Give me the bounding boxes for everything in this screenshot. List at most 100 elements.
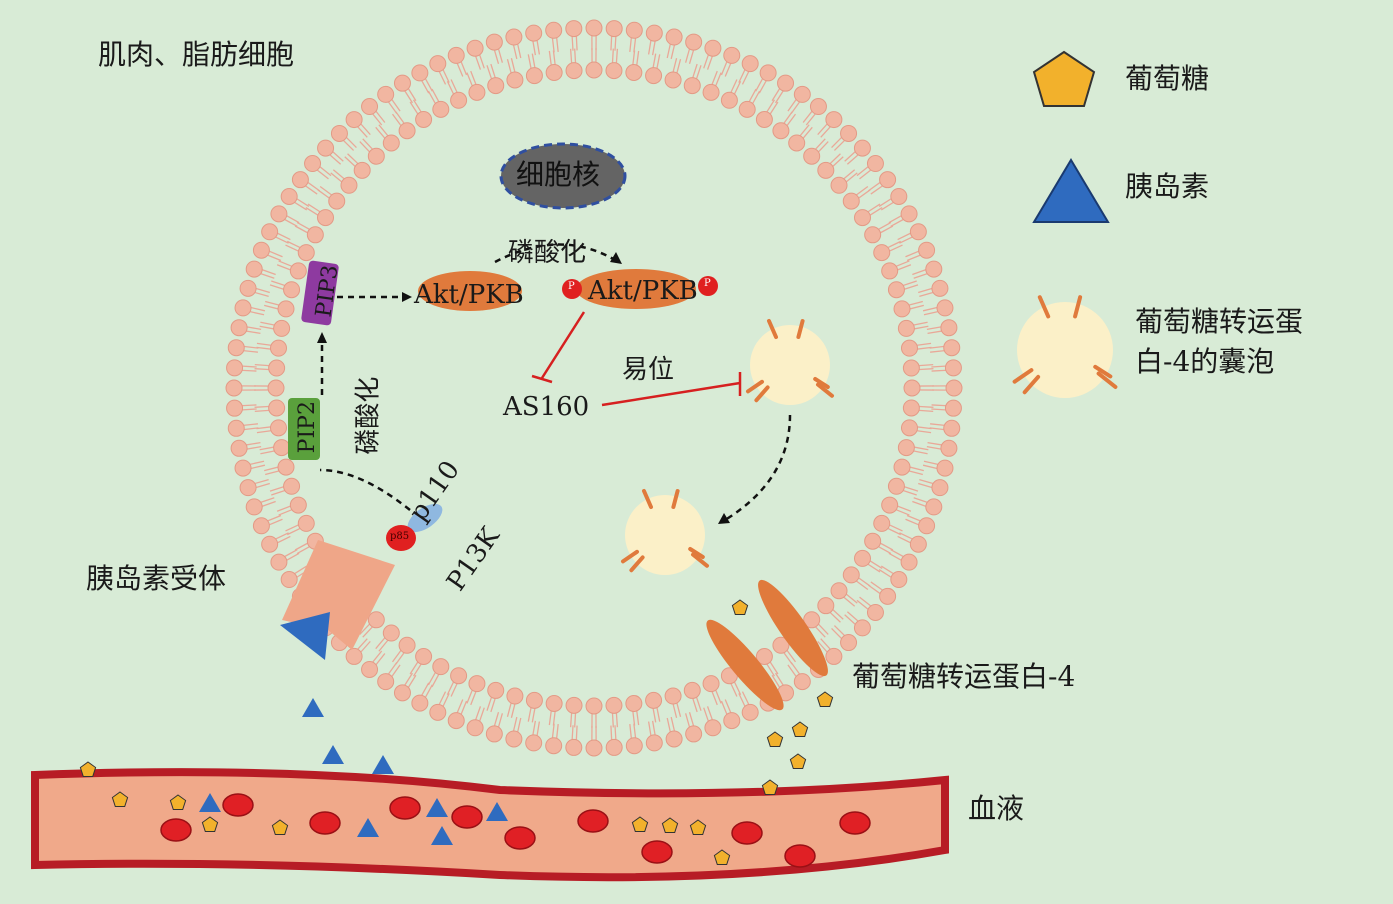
lipid-head xyxy=(291,171,309,189)
lipid-head xyxy=(429,55,447,73)
lipid-head xyxy=(432,100,450,118)
lipid-tail xyxy=(275,231,291,241)
lipid-tail xyxy=(548,709,553,726)
lipid-tail xyxy=(359,141,372,154)
glut4-mark xyxy=(1093,364,1113,379)
lipid-tail xyxy=(527,54,533,71)
lipid-head xyxy=(893,458,911,476)
glut4-mark xyxy=(629,555,645,573)
lipid-tail xyxy=(915,429,932,434)
lipid-tail xyxy=(765,662,776,677)
inhibit-bar xyxy=(531,374,553,384)
p85-label: p85 xyxy=(390,531,410,542)
lipid-head xyxy=(625,64,643,82)
akt-p-ellipse xyxy=(576,269,696,309)
lipid-tail xyxy=(790,662,802,676)
lipid-tail xyxy=(895,504,912,512)
lipid-head xyxy=(328,192,346,210)
lipid-tail xyxy=(506,701,513,717)
lipid-tail xyxy=(260,500,276,508)
arrowhead-icon xyxy=(610,252,622,264)
lipid-tail xyxy=(880,565,896,576)
lipid-tail xyxy=(755,76,764,92)
lipid-tail xyxy=(536,38,541,55)
lipid-tail xyxy=(828,610,841,623)
lipid-tail xyxy=(841,169,856,181)
glut4-mark xyxy=(1037,295,1051,319)
lipid-tail xyxy=(655,54,661,71)
glut4-mark xyxy=(1073,295,1083,319)
lipid-head xyxy=(545,694,563,712)
lipid-head xyxy=(945,379,963,397)
lipid-tail xyxy=(931,365,948,368)
lipid-tail xyxy=(886,240,902,249)
lipid-head xyxy=(340,176,358,194)
lipid-tail xyxy=(930,349,947,353)
lipid-head xyxy=(873,514,891,532)
lipid-head xyxy=(234,459,252,477)
lipid-tail xyxy=(817,122,829,136)
lipid-head xyxy=(842,566,860,584)
lipid-tail xyxy=(629,35,633,52)
lipid-tail xyxy=(688,48,695,64)
lipid-tail xyxy=(652,706,657,723)
glucose-molecule xyxy=(761,779,779,795)
lipid-head xyxy=(853,209,871,227)
lipid-tail xyxy=(344,135,357,149)
arrow-vesicle-move xyxy=(724,414,792,522)
lipid-tail xyxy=(516,42,522,59)
lipid-head xyxy=(625,694,643,712)
lipid-tail xyxy=(420,682,430,698)
lipid-tail xyxy=(294,225,310,235)
lipid-tail xyxy=(531,53,536,70)
lipid-head xyxy=(429,703,447,721)
lipid-head xyxy=(866,155,884,173)
lipid-head xyxy=(432,658,450,676)
lipid-tail xyxy=(391,113,403,128)
pip3-block xyxy=(301,260,339,326)
lipid-tail xyxy=(265,469,281,476)
lipid-head xyxy=(840,634,858,652)
lipid-tail xyxy=(878,197,893,208)
lipid-head xyxy=(840,124,858,142)
lipid-tail xyxy=(256,346,273,350)
glucose-molecule xyxy=(731,599,749,615)
lipid-tail xyxy=(912,446,929,451)
lipid-head xyxy=(903,379,921,397)
lipid-tail xyxy=(917,409,934,413)
lipid-tail xyxy=(931,404,948,407)
lipid-head xyxy=(720,91,738,109)
glucose-molecule xyxy=(201,816,219,832)
lipid-tail xyxy=(672,702,678,718)
lipid-tail xyxy=(497,47,504,63)
lipid-tail xyxy=(906,514,923,523)
lipid-head xyxy=(234,299,252,317)
lipid-tail xyxy=(915,342,932,347)
lipid-head xyxy=(468,675,486,693)
lipid-head xyxy=(940,319,958,337)
lipid-head xyxy=(487,681,505,699)
lipid-tail xyxy=(706,706,714,722)
lipid-head xyxy=(565,738,583,756)
arrow-phosphorylation-top xyxy=(494,243,616,264)
lipid-tail xyxy=(276,264,293,272)
lipid-tail xyxy=(267,249,283,258)
lipid-head xyxy=(468,83,486,101)
lipid-head xyxy=(466,39,484,57)
lipid-tail xyxy=(292,565,308,576)
glut4-mark xyxy=(1012,368,1034,384)
cell-membrane xyxy=(225,19,963,757)
lipid-tail xyxy=(629,724,633,741)
glut4-mark xyxy=(621,549,639,564)
lipid-tail xyxy=(240,369,257,372)
lipid-head xyxy=(925,498,943,516)
lipid-tail xyxy=(264,466,280,472)
lipid-head xyxy=(900,339,918,357)
lipid-head xyxy=(239,279,257,297)
lipid-head xyxy=(345,647,363,665)
lipid-tail xyxy=(493,48,500,64)
lipid-head xyxy=(525,67,543,85)
glut4-mark xyxy=(1022,374,1041,395)
lipid-tail xyxy=(917,363,934,367)
